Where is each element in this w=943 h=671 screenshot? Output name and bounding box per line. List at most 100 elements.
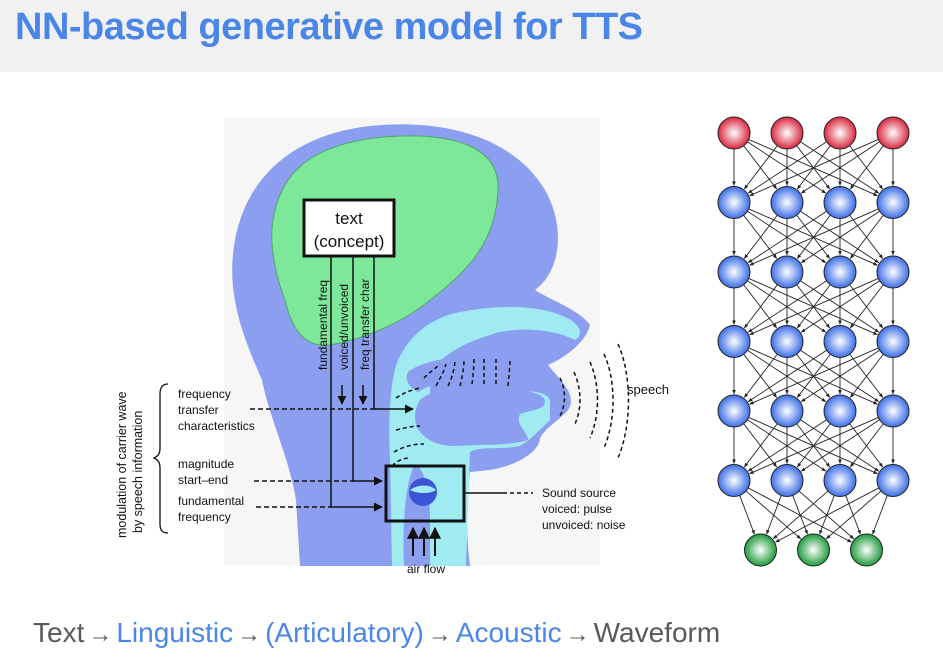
nn-node-hidden	[770, 394, 804, 428]
nn-edge	[766, 495, 782, 535]
nn-edge	[849, 214, 884, 259]
nn-edge	[849, 423, 884, 468]
nn-edge	[747, 280, 827, 333]
brace-label-line2: by speech information	[131, 411, 145, 533]
nn-edge	[849, 353, 884, 398]
nn-node-hidden	[823, 325, 857, 358]
nn-node-hidden	[717, 186, 751, 219]
nn-edge	[749, 347, 879, 405]
nn-nodes	[717, 116, 910, 567]
nn-edge	[849, 214, 884, 259]
nn-node-hidden	[876, 394, 910, 428]
neural-network	[717, 116, 910, 567]
nn-node-hidden	[823, 255, 857, 289]
nn-node-hidden	[823, 464, 857, 497]
nn-edge	[743, 423, 778, 468]
nn-edge	[872, 495, 888, 535]
nn-node-hidden	[876, 325, 910, 358]
arrow-icon: →	[427, 621, 452, 648]
nn-node-output	[797, 533, 830, 567]
air-flow-label: air flow	[407, 562, 445, 576]
nn-node-hidden	[717, 464, 751, 497]
nn-edge	[743, 353, 778, 398]
text-concept-box	[302, 198, 396, 258]
sound-source-line1: Sound source	[542, 486, 616, 500]
nn-edge	[745, 490, 802, 540]
slide-header: NN-based generative model for TTS	[0, 0, 943, 72]
nn-edge	[849, 145, 884, 190]
vlabel-voiced-unvoiced: voiced/unvoiced	[337, 284, 351, 370]
curly-brace	[152, 383, 169, 534]
nn-node-hidden	[770, 325, 804, 358]
diagram-canvas: speech text (concept) fundamental freq v…	[115, 116, 910, 576]
nn-node-hidden	[823, 394, 857, 428]
label-fundamental-1: fundamental	[178, 494, 244, 508]
arrow-icon: →	[237, 621, 262, 648]
speech-production-figure: speech text (concept) fundamental freq v…	[115, 118, 669, 576]
label-freq-transfer-1: frequency	[178, 387, 231, 401]
vocal-fold-icon	[409, 478, 437, 506]
nn-edge	[798, 490, 855, 540]
nn-node-hidden	[876, 464, 910, 497]
nn-node-hidden	[823, 186, 857, 219]
vlabel-freq-transfer-char: freq transfer char	[358, 279, 372, 370]
sound-source-line3: unvoiced: noise	[542, 518, 626, 532]
sound-source-line2: voiced: pulse	[542, 502, 612, 516]
nn-edge	[800, 141, 880, 194]
nn-edge	[792, 495, 808, 535]
slide-title: NN-based generative model for TTS	[15, 6, 643, 48]
label-magnitude-2: start–end	[178, 473, 228, 487]
nn-edge	[849, 284, 884, 329]
text-concept-line1: text	[335, 209, 363, 228]
nn-edge	[743, 423, 778, 468]
nn-node-hidden	[717, 255, 751, 289]
nn-edge	[747, 419, 827, 472]
nn-edge	[845, 495, 861, 535]
nn-edge	[747, 210, 827, 264]
nn-edge	[749, 277, 879, 336]
nn-node-hidden	[717, 325, 751, 358]
nn-edge	[743, 145, 778, 190]
air-flow-arrows	[407, 526, 441, 556]
nn-edge	[749, 138, 879, 197]
label-freq-transfer-3: characteristics	[178, 419, 255, 433]
palate	[406, 353, 548, 392]
nn-node-input	[770, 116, 804, 150]
nn-edge	[825, 490, 882, 540]
brace-label-line1: modulation of carrier wave	[115, 391, 129, 538]
arrow-icon: →	[88, 621, 113, 648]
nn-edge	[800, 210, 880, 264]
pipeline-sequence: Text→Linguistic→(Articulatory)→Acoustic→…	[33, 617, 720, 649]
pipeline-step-waveform: Waveform	[593, 617, 721, 648]
nn-edge	[747, 141, 827, 194]
nn-edge	[800, 280, 880, 333]
nn-edge	[743, 284, 778, 329]
speech-label: speech	[627, 382, 669, 397]
nn-edge	[796, 353, 831, 398]
nn-node-hidden	[770, 186, 804, 219]
nn-edge	[796, 214, 831, 259]
nn-edge	[800, 349, 880, 403]
nn-edge	[796, 423, 831, 468]
nn-edge	[749, 416, 879, 475]
nn-node-hidden	[876, 255, 910, 289]
nn-edge	[749, 208, 879, 266]
nn-edge	[772, 490, 829, 540]
vlabel-fundamental-freq: fundamental freq	[316, 280, 330, 370]
pipeline-step-text: Text	[33, 617, 85, 648]
nn-edge	[849, 284, 884, 329]
nn-edges	[732, 138, 895, 543]
nn-edge	[796, 284, 831, 329]
nn-edge	[743, 284, 778, 329]
leader-lines	[250, 408, 374, 508]
speech-waves	[559, 343, 630, 459]
nn-edge	[849, 423, 884, 468]
arrow-icon: →	[565, 621, 590, 648]
nn-edge	[747, 349, 827, 403]
nn-edge	[739, 495, 755, 535]
nn-node-output	[744, 533, 777, 567]
nn-node-hidden	[717, 394, 751, 428]
tongue	[415, 387, 545, 446]
nn-node-hidden	[770, 464, 804, 497]
nn-edge	[743, 145, 778, 190]
